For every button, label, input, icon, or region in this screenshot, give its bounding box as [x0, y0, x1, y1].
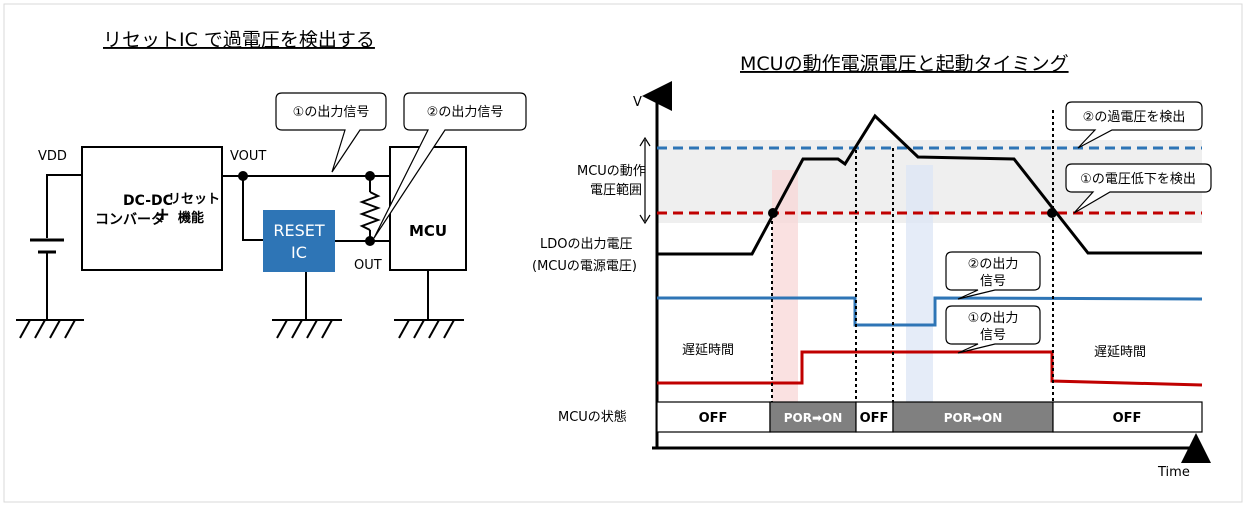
state-cell-por-2	[892, 401, 1054, 433]
callout-signal1: ①の出力信号	[275, 92, 387, 173]
out-label: OUT	[354, 258, 382, 273]
callout-signal1-text: ①の出力信号	[293, 105, 370, 120]
signal1-waveform	[657, 350, 1203, 387]
ldo-label-line2: (MCUの電源電圧)	[532, 259, 637, 274]
junction-dot	[365, 171, 375, 181]
callout-undervoltage: ①の電圧低下を検出	[1065, 163, 1212, 214]
state-cell-off-3	[1052, 401, 1203, 433]
state-cell-off-1	[656, 401, 771, 433]
signal2-waveform	[657, 296, 1203, 327]
callout-overvoltage: ②の過電圧を検出	[1065, 101, 1203, 149]
callout-signal2-text: ②の出力信号	[427, 105, 504, 120]
callout-signal2: ②の出力信号	[373, 92, 527, 239]
dcdc-label-line1: DC-DC	[123, 193, 173, 209]
state-text-off-1: OFF	[699, 411, 728, 426]
callout-signal1-right-line2: 信号	[980, 328, 1006, 343]
callout-signal2-right: ②の出力 信号	[945, 251, 1041, 300]
range-label-line2: 電圧範囲	[590, 183, 642, 198]
mcu-label: MCU	[409, 222, 447, 240]
junction-dot	[365, 236, 375, 246]
reset-function-line2: 機能	[178, 210, 204, 226]
ground-symbol-mcu	[394, 319, 464, 339]
delay-label-left: 遅延時間	[682, 343, 734, 358]
ldo-voltage-curve	[657, 113, 1202, 256]
state-text-por-2: POR➡ON	[944, 411, 1003, 425]
outer-frame	[3, 3, 1243, 503]
vdd-label: VDD	[38, 149, 67, 164]
undervoltage-crossing-dot	[768, 208, 778, 218]
right-title: MCUの動作電源電圧と起動タイミング	[740, 53, 1069, 75]
vout-label: VOUT	[230, 149, 266, 164]
range-arrow	[639, 136, 651, 225]
delay-label-right: 遅延時間	[1094, 345, 1146, 360]
v-axis-label: V	[633, 95, 642, 110]
plus-sign: +	[155, 204, 170, 225]
junction-dot	[238, 171, 248, 181]
callout-signal2-right-line1: ②の出力	[968, 257, 1019, 272]
reset-ic-box	[263, 210, 335, 272]
vout-wiring	[222, 175, 390, 242]
por-highlight-1	[772, 170, 798, 402]
mcu-state-label: MCUの状態	[558, 409, 627, 425]
mcu-box	[389, 146, 467, 271]
timing-markers	[771, 110, 1054, 402]
callout-overvoltage-text: ②の過電圧を検出	[1083, 110, 1186, 125]
left-title: リセットIC で過電圧を検出する	[103, 29, 375, 51]
time-axis-label: Time	[1157, 465, 1190, 480]
dcdc-converter-box	[81, 146, 223, 271]
state-cell-off-2	[855, 401, 894, 433]
callout-undervoltage-text: ①の電圧低下を検出	[1080, 172, 1196, 187]
dcdc-label-line2: コンバータ	[95, 212, 165, 228]
reset-function-line1: リセット	[168, 192, 220, 207]
state-text-off-3: OFF	[1113, 411, 1142, 426]
por-highlight-2	[906, 165, 933, 402]
range-label-line1: MCUの動作	[577, 164, 646, 179]
ground-symbol-battery	[16, 319, 84, 339]
callout-signal2-right-line2: 信号	[980, 274, 1006, 289]
reset-ic-label-line1: RESET	[273, 221, 324, 240]
reset-ic-label-line2: IC	[291, 243, 307, 262]
ground-symbol-reset-ic	[272, 319, 342, 339]
callout-signal1-right: ①の出力 信号	[945, 305, 1041, 354]
mcu-state-bar: OFF POR➡ON OFF POR➡ON OFF	[656, 401, 1203, 433]
callout-signal1-right-line1: ①の出力	[968, 311, 1019, 326]
battery-symbol	[30, 174, 82, 320]
ldo-label-line1: LDOの出力電圧	[540, 237, 633, 252]
state-text-por-1: POR➡ON	[784, 411, 843, 425]
state-text-off-2: OFF	[860, 411, 889, 426]
